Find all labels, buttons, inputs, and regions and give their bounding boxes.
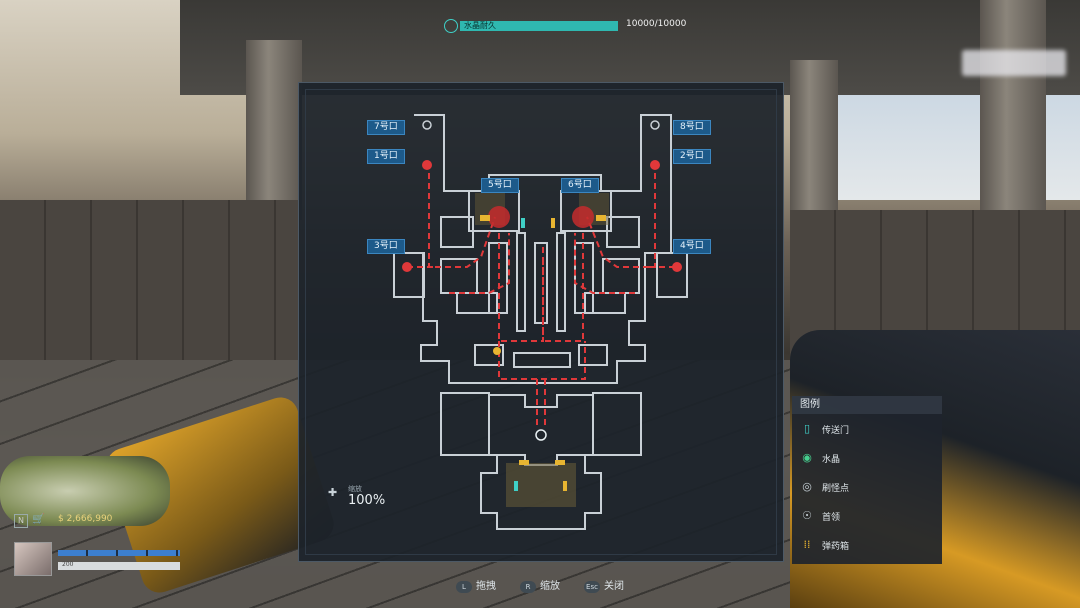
ammo-box-icon <box>493 347 501 355</box>
gate-label-2: 2号口 <box>673 149 711 164</box>
spawn-point-icon <box>402 262 412 272</box>
crystal-durability-bar: 水晶耐久 10000/10000 <box>444 18 704 34</box>
legend-label: 水晶 <box>822 455 841 465</box>
shop-cart-icon: 🛒 <box>32 514 45 525</box>
portal-icon <box>521 218 525 228</box>
health-bar: 200 <box>58 561 180 570</box>
ammo-box-icon <box>596 215 606 221</box>
legend-item-crystal: ◉ 水晶 <box>792 449 942 469</box>
zoom-value: 100% <box>348 493 386 508</box>
shield-bar <box>58 550 180 556</box>
control-close[interactable]: Esc 关闭 <box>584 577 624 593</box>
ammo-box-icon <box>555 460 565 465</box>
control-drag[interactable]: L 拖拽 <box>456 577 496 593</box>
pillar-right <box>980 0 1046 210</box>
health-value: 200 <box>62 561 74 568</box>
control-zoom-label: 缩放 <box>540 581 560 592</box>
map-panel[interactable]: 7号口 1号口 8号口 2号口 5号口 6号口 3号口 4号口 <box>298 82 784 562</box>
boss-icon <box>422 120 432 130</box>
legend-item-ammo-box: ⁞⁞ 弹药箱 <box>792 536 942 556</box>
ammo-box-icon <box>519 460 529 465</box>
gate-label-5: 5号口 <box>481 178 519 193</box>
spawn-markers <box>402 120 682 491</box>
gate-label-8: 8号口 <box>673 120 711 135</box>
spawn-point-icon <box>572 206 594 228</box>
mouse-left-key: L <box>456 581 472 593</box>
crystal-durability-fill <box>460 21 618 31</box>
legend-label: 刷怪点 <box>822 484 850 494</box>
spawn-point-icon: ◎ <box>802 480 812 493</box>
legend-title: 图例 <box>792 396 942 414</box>
pillar-left <box>246 40 302 220</box>
portal-icon <box>514 481 518 491</box>
legend-label: 传送门 <box>822 426 850 436</box>
spawn-point-icon <box>422 160 432 170</box>
spawn-point-icon <box>650 160 660 170</box>
map-legend: 图例 ▯ 传送门 ◉ 水晶 ◎ 刷怪点 ☉ 首领 ⁞⁞ 弹药箱 <box>792 396 942 564</box>
ammo-box-icon <box>480 215 490 221</box>
pillar-center-right <box>790 60 838 220</box>
legend-item-portal: ▯ 传送门 <box>792 420 942 440</box>
ceiling-structure <box>180 0 1080 95</box>
boss-icon <box>650 120 660 130</box>
zoom-label: 缩放 <box>348 485 362 493</box>
gate-label-1: 1号口 <box>367 149 405 164</box>
blurred-watermark <box>962 50 1066 76</box>
ammo-box-icon <box>563 481 567 491</box>
legend-label: 弹药箱 <box>822 542 850 552</box>
enemy-routes <box>407 163 675 427</box>
glove-left <box>0 456 170 526</box>
ammo-box-icon: ⁞⁞ <box>803 538 811 551</box>
legend-item-spawn-point: ◎ 刷怪点 <box>792 478 942 498</box>
gate-label-7: 7号口 <box>367 120 405 135</box>
crystal-icon <box>444 19 458 33</box>
control-zoom[interactable]: R 缩放 <box>520 577 560 593</box>
legend-label: 首领 <box>822 513 841 523</box>
crystal-durability-value: 10000/10000 <box>626 19 687 29</box>
esc-key: Esc <box>584 581 600 593</box>
control-close-label: 关闭 <box>604 581 624 592</box>
mouse-right-key: R <box>520 581 536 593</box>
n-badge: N <box>14 514 28 528</box>
avatar <box>14 542 52 576</box>
boss-icon: ☉ <box>802 509 812 522</box>
gate-label-4: 4号口 <box>673 239 711 254</box>
portal-icon: ▯ <box>803 422 811 435</box>
spawn-point-icon <box>672 262 682 272</box>
map-layout[interactable] <box>299 83 783 561</box>
crystal-durability-label: 水晶耐久 <box>464 21 496 30</box>
zoom-icon: ✚ <box>328 486 338 499</box>
legend-item-boss: ☉ 首领 <box>792 507 942 527</box>
control-drag-label: 拖拽 <box>476 581 496 592</box>
gate-label-6: 6号口 <box>561 178 599 193</box>
ammo-box-icon <box>551 218 555 228</box>
crystal-icon: ◉ <box>802 451 812 464</box>
spawn-point-icon <box>488 206 510 228</box>
money-counter: $ 2,666,990 <box>58 514 113 524</box>
gate-label-3: 3号口 <box>367 239 405 254</box>
crystal-icon <box>535 429 547 441</box>
stone-wall-left <box>0 200 300 360</box>
